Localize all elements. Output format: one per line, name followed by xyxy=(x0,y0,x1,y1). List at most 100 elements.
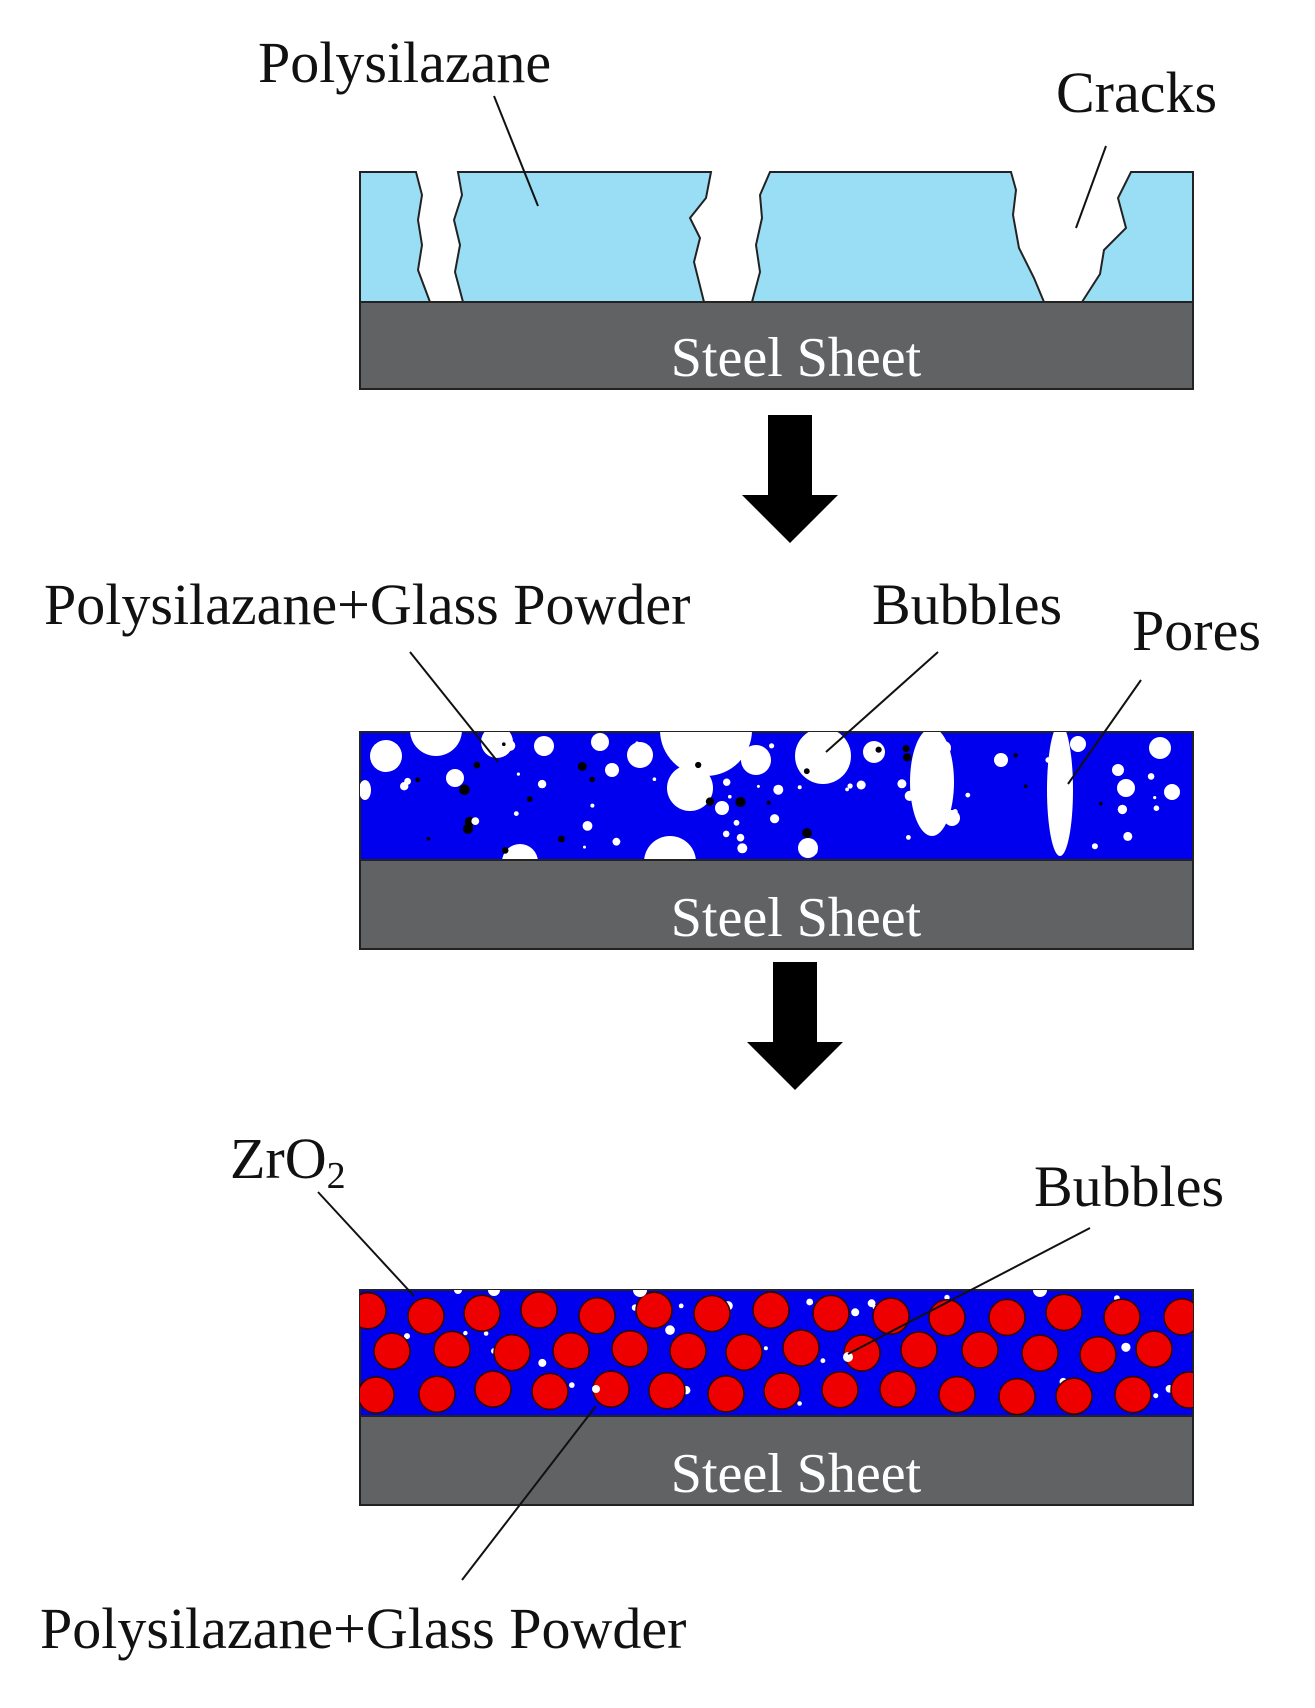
small-bubble xyxy=(797,1401,802,1406)
small-bubble xyxy=(820,1358,826,1364)
small-bubble xyxy=(735,796,746,808)
small-bubble xyxy=(845,787,849,792)
bubble xyxy=(605,763,619,777)
zro2-particle xyxy=(1114,1375,1152,1414)
small-bubble xyxy=(813,774,818,780)
small-bubble xyxy=(851,1308,860,1317)
bubble xyxy=(741,745,771,775)
bubble xyxy=(863,741,885,763)
small-bubble xyxy=(1117,804,1128,815)
small-bubble xyxy=(537,779,547,789)
small-bubble xyxy=(665,1325,675,1335)
small-bubble xyxy=(426,836,431,841)
small-bubble xyxy=(1091,843,1098,850)
zro2-particle xyxy=(648,1372,686,1410)
zro2-particle xyxy=(879,1370,917,1408)
bubbles-label-2: Bubbles xyxy=(872,572,1062,637)
zro2-particle xyxy=(433,1330,471,1369)
small-bubble xyxy=(526,796,533,802)
zro2-label: ZrO2 xyxy=(230,1126,346,1197)
small-bubble xyxy=(404,1333,410,1340)
small-bubble xyxy=(513,811,519,816)
zro2-particle xyxy=(1103,1298,1141,1336)
small-bubble xyxy=(770,814,780,824)
glass-coating-label-top: Polysilazane+Glass Powder xyxy=(44,572,690,637)
bubble xyxy=(660,732,752,776)
small-bubble xyxy=(501,847,509,854)
zro2-particle xyxy=(988,1298,1026,1337)
composite-coating-label-bottom: Polysilazane+Glass Powder xyxy=(40,1596,686,1661)
zro2-particle xyxy=(474,1370,512,1408)
zro2-particle xyxy=(900,1331,938,1369)
bubble xyxy=(488,1290,500,1296)
small-bubble xyxy=(818,739,825,746)
zro2-particle xyxy=(1170,1371,1193,1409)
small-bubble xyxy=(502,742,506,746)
zro2-particle xyxy=(843,1334,881,1372)
small-bubble xyxy=(577,762,587,771)
small-bubble xyxy=(504,740,516,751)
zro2-particle xyxy=(669,1332,707,1370)
small-bubble xyxy=(705,797,715,806)
pore xyxy=(360,780,371,800)
small-bubble xyxy=(695,761,702,769)
small-bubble xyxy=(867,1299,876,1308)
bubble xyxy=(591,733,609,751)
small-bubble xyxy=(582,821,593,831)
small-bubble xyxy=(538,1358,547,1367)
zro2-particle xyxy=(418,1375,456,1413)
bubble xyxy=(1033,1290,1047,1297)
zro2-particle xyxy=(373,1332,411,1370)
bubble xyxy=(644,836,696,860)
small-bubble xyxy=(914,754,922,762)
small-bubble xyxy=(733,819,740,826)
zro2-particle xyxy=(360,1292,387,1330)
small-bubble xyxy=(756,784,760,788)
small-bubble xyxy=(1153,796,1157,800)
small-bubble xyxy=(678,1303,684,1309)
small-bubble xyxy=(516,772,521,776)
small-bubble xyxy=(404,777,411,785)
bubbles-leader-3 xyxy=(847,1227,1091,1355)
bubble xyxy=(1164,784,1180,800)
zro2-particle xyxy=(1021,1334,1059,1372)
steel-sheet-2 xyxy=(359,859,1194,950)
small-bubble xyxy=(473,761,481,769)
bubble xyxy=(1112,764,1124,776)
bubbles-leader-2 xyxy=(825,651,939,753)
panel-polysilazane: Steel Sheet Polysilazane Cracks xyxy=(258,30,1217,390)
small-bubble xyxy=(635,741,639,745)
small-bubble xyxy=(1099,801,1103,806)
zro2-particle xyxy=(961,1331,999,1369)
small-bubble xyxy=(1023,784,1028,788)
steel-sheet-3 xyxy=(359,1415,1194,1506)
bubble xyxy=(534,736,554,756)
polysilazane-label: Polysilazane xyxy=(258,30,551,95)
bubble xyxy=(410,732,462,756)
small-bubble xyxy=(806,1298,814,1306)
bubble xyxy=(1117,779,1135,797)
bubbles-label-3: Bubbles xyxy=(1034,1154,1224,1219)
zro2-particle xyxy=(763,1372,801,1410)
small-bubble xyxy=(773,784,784,795)
small-bubble xyxy=(797,785,802,790)
small-bubble xyxy=(558,835,565,843)
small-bubble xyxy=(897,779,907,789)
zro2-particle xyxy=(1135,1330,1173,1368)
small-bubble xyxy=(952,809,958,815)
small-bubble xyxy=(1147,773,1155,780)
zro2-particle xyxy=(1055,1377,1093,1415)
small-bubble xyxy=(803,768,810,775)
bubble xyxy=(627,742,653,768)
bubble xyxy=(454,1290,462,1294)
small-bubble xyxy=(723,778,731,786)
steel-sheet-label-2: Steel Sheet xyxy=(671,887,922,949)
bubble xyxy=(633,1290,647,1297)
zro2-particle xyxy=(928,1298,966,1337)
small-bubble xyxy=(463,1330,468,1336)
small-bubble xyxy=(415,777,421,783)
small-bubble xyxy=(906,835,911,840)
small-bubble xyxy=(809,846,818,855)
steel-sheet-label-1: Steel Sheet xyxy=(671,327,922,389)
